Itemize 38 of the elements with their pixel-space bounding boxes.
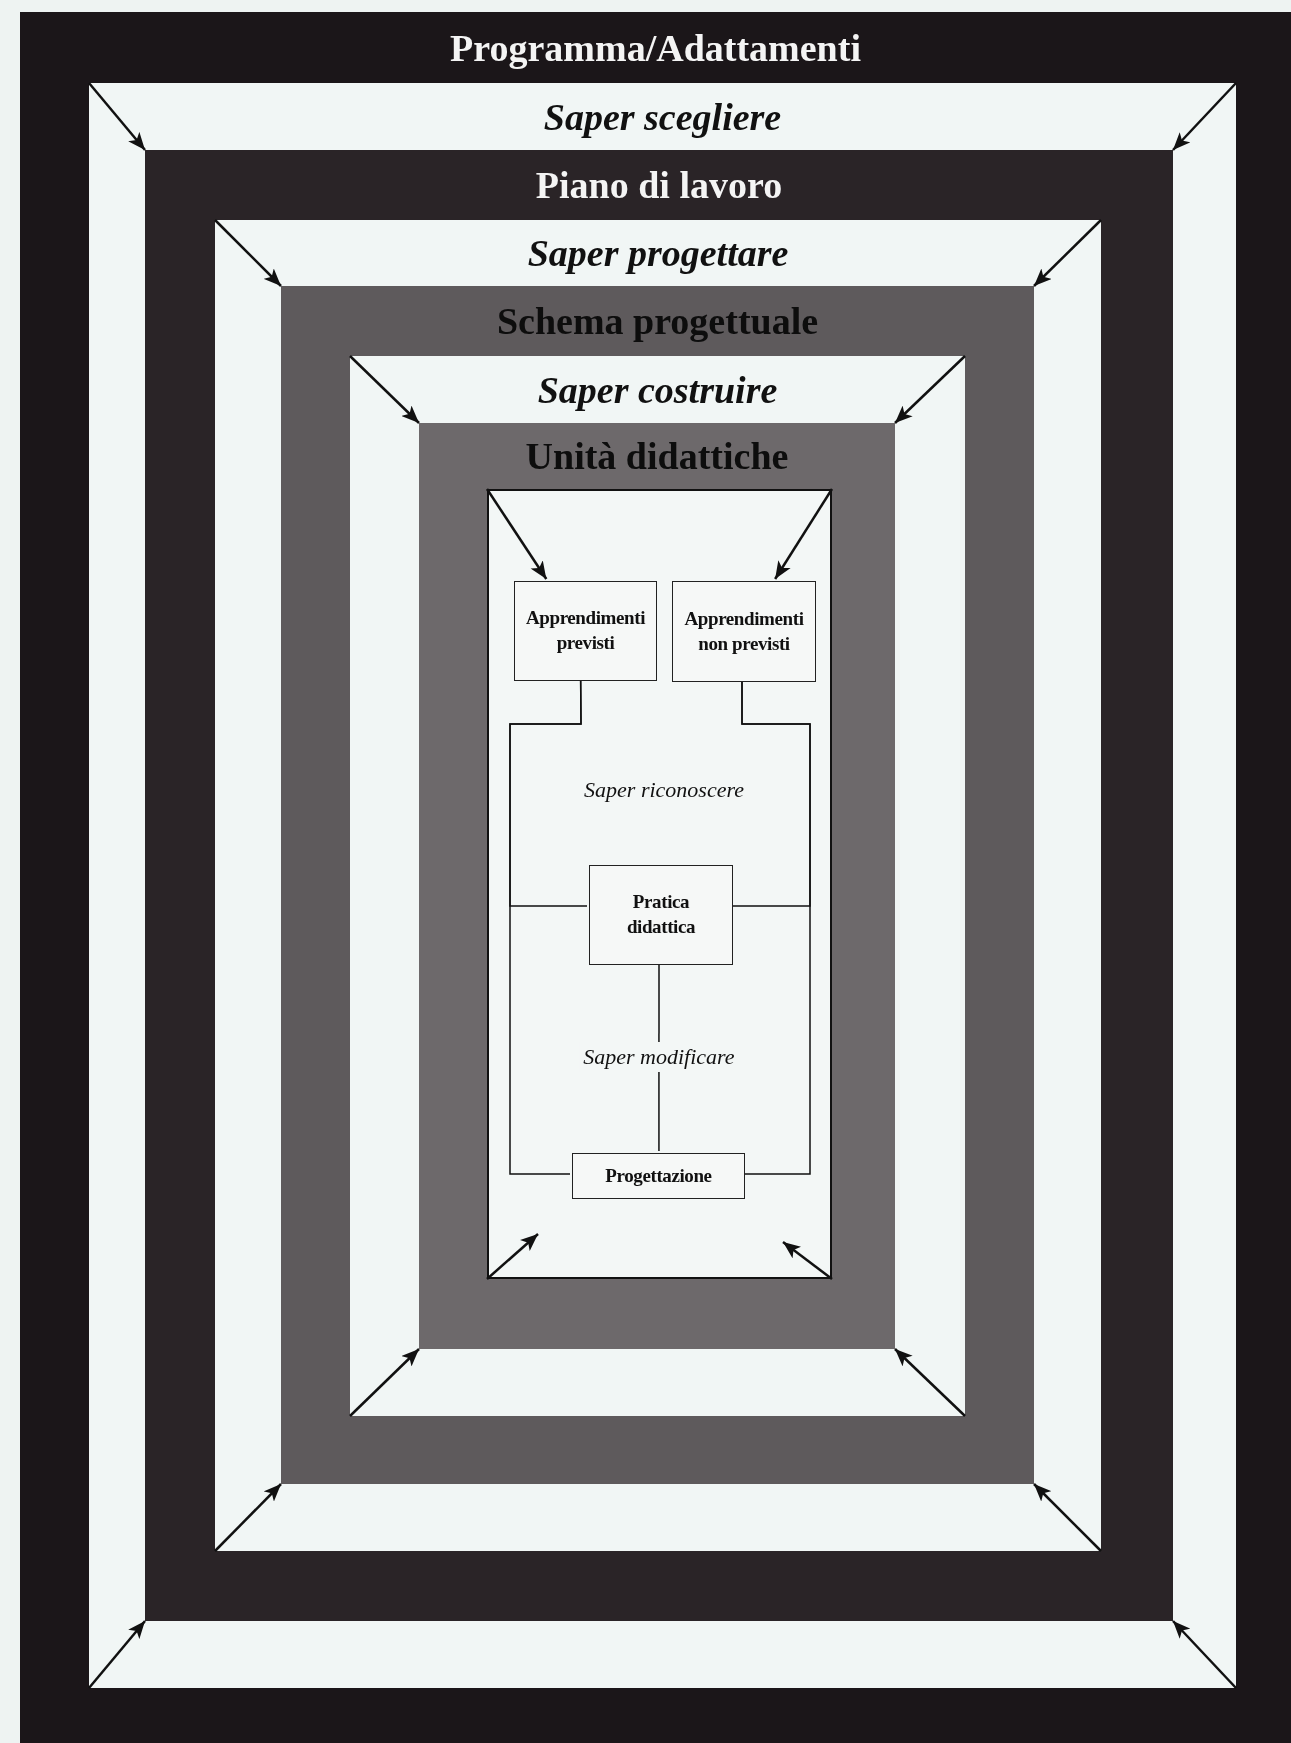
arrow [1172,82,1237,151]
arrow [485,488,548,580]
arrow [782,1241,833,1280]
arrow [88,82,146,151]
inner-band [89,83,1236,1688]
frame-heading: Schema progettuale [496,299,819,343]
process-box: Pratica didattica [589,865,733,965]
frame-heading: Programma/Adattamenti [450,25,861,70]
arrow [1033,1483,1102,1552]
frame-heading: Unità didattiche [525,434,789,478]
connector-line [509,678,588,907]
frame-heading: Saper costruire [537,367,778,412]
arrow [894,1348,966,1417]
arrow [894,355,966,424]
arrow [1033,219,1102,287]
arrow [88,1620,146,1689]
process-box: Progettazione [572,1153,745,1199]
process-box: Apprendimenti previsti [514,581,657,681]
inner-band [215,220,1101,1551]
frame-band [281,286,1034,1484]
frame-band [419,423,895,1349]
process-box: Apprendimenti non previsti [672,581,816,682]
arrow [1172,1620,1237,1689]
region-label: Saper riconoscere [583,776,745,804]
frame-band [20,12,1291,1743]
arrow [349,355,420,424]
arrow [214,219,282,287]
arrow [349,1348,420,1417]
inner-band [350,356,965,1416]
arrow [214,1483,282,1552]
arrow [486,1233,539,1280]
frame-heading: Piano di lavoro [535,163,783,207]
connector-line [730,679,811,907]
arrow [774,488,834,580]
frame-band [145,150,1173,1621]
inner-panel [487,489,832,1279]
frame-heading: Saper progettare [527,231,789,275]
frame-heading: Saper scegliere [543,94,782,139]
